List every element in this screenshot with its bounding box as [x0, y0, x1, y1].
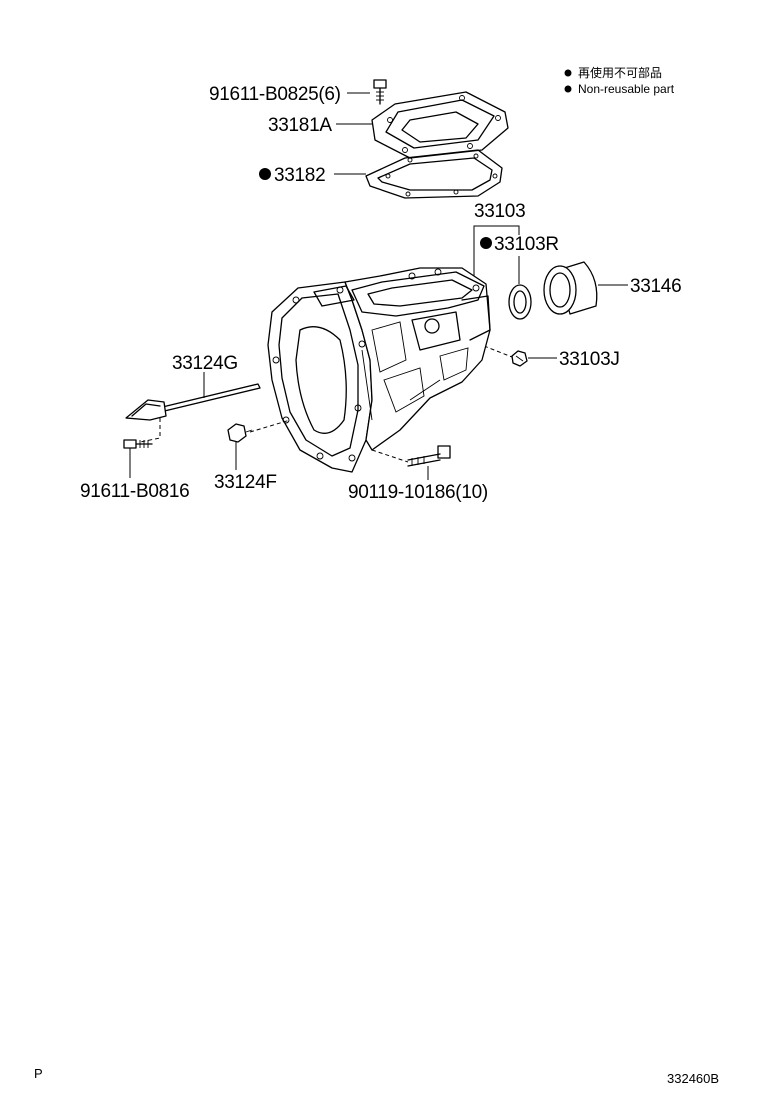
legend-bullet-en: [564, 85, 572, 93]
rod-drawing: [125, 383, 261, 421]
leader-case: [473, 225, 520, 285]
bolt-left-drawing: [123, 439, 153, 449]
clip-drawing: [227, 423, 253, 443]
legend-jp-label: 再使用不可部品: [578, 65, 662, 80]
label-cover: 33181A: [268, 115, 332, 136]
page-mark: P: [34, 1066, 43, 1081]
rod-bolt-axis: [139, 418, 161, 443]
label-bolt-bottom: 90119-10186(10): [348, 482, 488, 503]
bolt-bottom-drawing: [407, 445, 451, 467]
label-clip: 33124F: [214, 472, 277, 493]
legend-en-label: Non-reusable part: [578, 82, 675, 96]
bolt-bottom-axis: [371, 449, 409, 463]
gasket-non-reusable-mark: [259, 168, 271, 180]
seal-non-reusable-mark: [480, 237, 492, 249]
label-case: 33103: [474, 201, 525, 222]
plug-axis-line: [483, 345, 513, 358]
label-rod: 33124G: [172, 353, 238, 374]
legend-bullet-jp: [564, 69, 572, 77]
label-sleeve: 33146: [630, 276, 681, 297]
gasket-drawing: [365, 149, 503, 199]
sleeve-drawing: [543, 261, 598, 315]
clip-axis-line: [249, 419, 291, 433]
seal-drawing: [508, 284, 532, 320]
label-gasket: 33182: [274, 165, 325, 186]
plug-drawing: [511, 350, 528, 367]
transmission-case-drawing: [267, 267, 491, 473]
cover-drawing: [371, 91, 509, 159]
legend: 再使用不可部品 Non-reusable part: [564, 65, 675, 96]
label-seal: 33103R: [494, 234, 559, 255]
bolt-top-drawing: [373, 79, 387, 105]
diagram-code: 332460B: [667, 1071, 719, 1086]
label-bolt-left: 91611-B0816: [80, 481, 189, 502]
label-plug: 33103J: [559, 349, 620, 370]
label-bolt-top: 91611-B0825(6): [209, 84, 341, 105]
